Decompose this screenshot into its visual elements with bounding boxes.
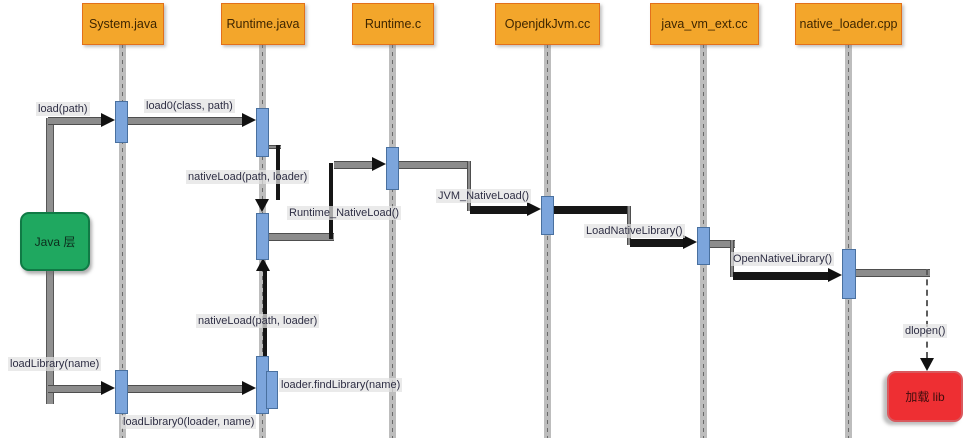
load-lib-label: 加载 lib	[905, 390, 945, 404]
arrowhead-loadlibrary	[101, 381, 115, 395]
activation-system-loadlibrary	[115, 370, 128, 414]
call-line-opennativelibrary-h2	[733, 272, 828, 280]
call-line-loadlibrary0	[128, 385, 242, 393]
call-line-runtime-nativeload-h1	[268, 233, 334, 241]
java-layer-label: Java 层	[34, 235, 76, 249]
call-line-loadlibrary	[48, 385, 101, 393]
call-line-nativeload2-v	[263, 271, 267, 356]
lifeline-header-runtime-c: Runtime.c	[352, 3, 434, 45]
arrowhead-jvm-nativeload	[527, 202, 541, 216]
lifeline-header-label: native_loader.cpp	[799, 17, 898, 31]
call-line-jvm-nativeload-h1	[398, 161, 470, 169]
load-lib-node: 加载 lib	[887, 371, 963, 422]
arrowhead-load	[101, 113, 115, 127]
lifeline-header-native-loader-cpp: native_loader.cpp	[795, 3, 902, 45]
arrowhead-load0	[242, 113, 256, 127]
activation-system-load	[115, 101, 128, 143]
call-line-loadnativelibrary-h2	[630, 239, 683, 247]
call-line-dlopen-h	[856, 269, 930, 277]
call-line-runtime-nativeload-v	[329, 163, 333, 239]
activation-runtime-nativeload	[256, 213, 269, 260]
call-line-jvm-nativeload-v	[467, 161, 471, 211]
activation-runtime-c	[386, 147, 399, 190]
activation-runtime-load0	[256, 108, 269, 157]
call-line-load	[48, 117, 101, 125]
activation-native-loader	[842, 249, 856, 299]
message-label-load0: load0(class, path)	[144, 99, 235, 113]
lifeline-header-runtime-java: Runtime.java	[221, 3, 305, 45]
call-line-runtime-nativeload-h2	[334, 161, 372, 169]
arrowhead-loadlibrary0	[242, 381, 256, 395]
lifeline-header-openjdkjvm-cc: OpenjdkJvm.cc	[495, 3, 600, 45]
arrowhead-runtime-nativeload	[372, 157, 386, 171]
java-layer-node: Java 层	[20, 212, 90, 271]
lifeline-header-java-vm-ext-cc: java_vm_ext.cc	[650, 3, 759, 45]
arrowhead-loadnativelibrary	[683, 235, 697, 249]
arrowhead-nativeload-up	[256, 258, 270, 271]
message-label-dlopen: dlopen()	[903, 324, 948, 338]
message-label-nativeload-2: nativeLoad(path, loader)	[196, 314, 320, 328]
arrowhead-nativeload-down	[255, 199, 269, 212]
lifeline-header-label: Runtime.java	[226, 17, 300, 31]
lifeline-openjdkjvm-cc	[544, 44, 551, 438]
message-label-loadlibrary: loadLibrary(name)	[8, 357, 102, 371]
lifeline-header-label: OpenjdkJvm.cc	[504, 17, 591, 31]
lifeline-header-label: System.java	[88, 17, 158, 31]
activation-openjdkjvm	[541, 196, 554, 235]
lifeline-header-label: Runtime.c	[364, 17, 422, 31]
arrowhead-opennativelibrary	[828, 268, 842, 282]
message-label-loadlibrary0: loadLibrary0(loader, name)	[121, 415, 257, 429]
message-label-runtime-nativeload: Runtime_NativeLoad()	[287, 206, 402, 220]
message-label-jvm-nativeload: JVM_NativeLoad()	[436, 189, 532, 203]
arrowhead-dlopen	[920, 358, 934, 371]
activation-java-vm-ext	[697, 227, 710, 265]
message-label-opennativelibrary: OpenNativeLibrary()	[731, 252, 835, 266]
call-line-dlopen-v	[926, 269, 928, 358]
lifeline-runtime-c	[389, 44, 396, 438]
call-line-jvm-nativeload-h2	[470, 206, 527, 214]
lifeline-system-java	[119, 44, 126, 438]
message-label-nativeload-1: nativeLoad(path, loader)	[186, 170, 310, 184]
activation-runtime-findlibrary	[266, 371, 278, 409]
selfcall-line-nativeload-h	[267, 145, 281, 149]
call-line-loadnativelibrary-h1	[553, 206, 630, 214]
call-line-load0	[128, 117, 242, 125]
call-line-opennativelibrary-h1	[709, 240, 735, 248]
message-label-loadnativelibrary: LoadNativeLibrary()	[584, 224, 685, 238]
lifeline-native-loader-cpp	[845, 44, 852, 438]
lifeline-header-system-java: System.java	[82, 3, 164, 45]
message-label-findlibrary: loader.findLibrary(name)	[279, 378, 403, 392]
lifeline-header-label: java_vm_ext.cc	[661, 17, 748, 31]
message-label-load: load(path)	[36, 102, 90, 116]
